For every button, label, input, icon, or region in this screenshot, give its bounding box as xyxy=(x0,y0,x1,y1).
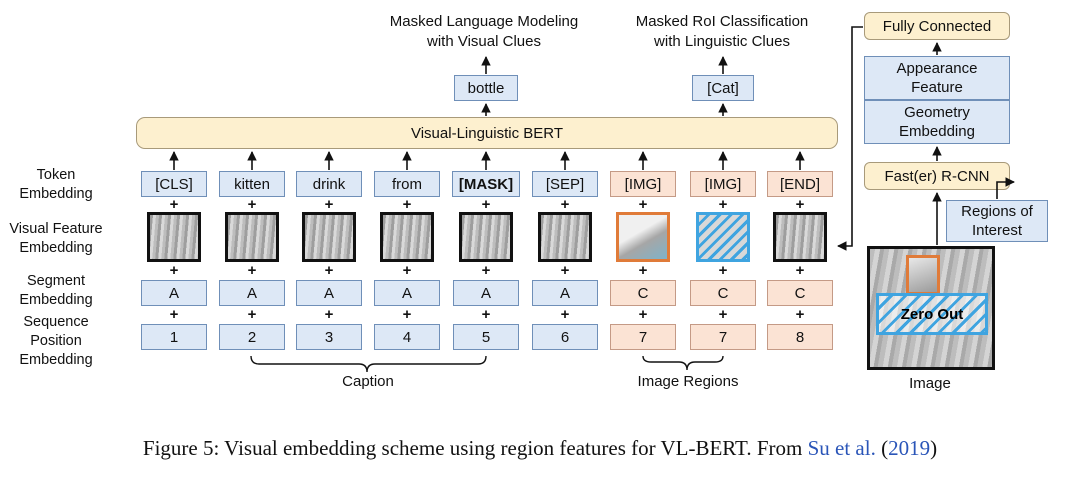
citation-year-link[interactable]: 2019 xyxy=(888,436,931,460)
plus-sign: + xyxy=(402,196,412,213)
segment-3: A xyxy=(296,280,362,306)
plus-sign: + xyxy=(324,306,334,323)
caption-brace xyxy=(250,355,487,373)
figure-caption: Figure 5: Visual embedding scheme using … xyxy=(142,436,938,460)
segment-9: C xyxy=(767,280,833,306)
plus-sign: + xyxy=(481,262,491,279)
position-2: 2 xyxy=(219,324,285,350)
geometry-embedding-box: Geometry Embedding xyxy=(864,100,1010,144)
position-3: 3 xyxy=(296,324,362,350)
source-image: Zero Out xyxy=(867,246,995,370)
segment-2: A xyxy=(219,280,285,306)
plus-sign: + xyxy=(718,306,728,323)
plus-sign: + xyxy=(638,196,648,213)
plus-sign: + xyxy=(324,196,334,213)
plus-sign: + xyxy=(481,196,491,213)
visual-feature-8 xyxy=(696,212,750,262)
visual-feature-3 xyxy=(302,212,356,262)
position-4: 4 xyxy=(374,324,440,350)
segment-1: A xyxy=(141,280,207,306)
caption-brace-label: Caption xyxy=(342,373,394,390)
row-label-token: Token Embedding xyxy=(19,167,93,202)
plus-sign: + xyxy=(169,306,179,323)
regions-of-interest-box: Regions of Interest xyxy=(946,200,1048,242)
plus-sign: + xyxy=(402,262,412,279)
plus-sign: + xyxy=(560,262,570,279)
segment-7: C xyxy=(610,280,676,306)
token-2: kitten xyxy=(219,171,285,197)
regions-brace-label: Image Regions xyxy=(637,373,739,390)
token-1: [CLS] xyxy=(141,171,207,197)
plus-sign: + xyxy=(247,306,257,323)
plus-sign: + xyxy=(402,306,412,323)
visual-feature-7 xyxy=(616,212,670,262)
row-label-visual: Visual Feature Embedding xyxy=(9,221,103,256)
position-7: 7 xyxy=(610,324,676,350)
plus-sign: + xyxy=(638,262,648,279)
mlm-label: Masked Language Modeling with Visual Clu… xyxy=(389,13,579,50)
token-4: from xyxy=(374,171,440,197)
row-label-segment: Segment Embedding xyxy=(19,273,93,308)
token-5: [MASK] xyxy=(452,171,520,197)
image-bottle-region xyxy=(906,255,940,295)
output-bottle: bottle xyxy=(454,75,518,101)
plus-sign: + xyxy=(638,306,648,323)
visual-feature-6 xyxy=(538,212,592,262)
token-3: drink xyxy=(296,171,362,197)
plus-sign: + xyxy=(169,196,179,213)
visual-feature-5 xyxy=(459,212,513,262)
token-6: [SEP] xyxy=(532,171,598,197)
position-9: 8 xyxy=(767,324,833,350)
token-8: [IMG] xyxy=(690,171,756,197)
plus-sign: + xyxy=(560,196,570,213)
appearance-feature-box: Appearance Feature xyxy=(864,56,1010,100)
plus-sign: + xyxy=(560,306,570,323)
citation-author-link[interactable]: Su et al. xyxy=(807,436,876,460)
image-label: Image xyxy=(909,375,951,392)
segment-5: A xyxy=(453,280,519,306)
plus-sign: + xyxy=(247,196,257,213)
plus-sign: + xyxy=(247,262,257,279)
plus-sign: + xyxy=(795,306,805,323)
plus-sign: + xyxy=(795,262,805,279)
plus-sign: + xyxy=(718,262,728,279)
fully-connected-box: Fully Connected xyxy=(864,12,1010,40)
image-zero-out-region: Zero Out xyxy=(876,293,988,335)
mrc-label: Masked RoI Classification with Linguisti… xyxy=(635,13,809,50)
position-8: 7 xyxy=(690,324,756,350)
visual-feature-2 xyxy=(225,212,279,262)
segment-6: A xyxy=(532,280,598,306)
position-6: 6 xyxy=(532,324,598,350)
position-5: 5 xyxy=(453,324,519,350)
plus-sign: + xyxy=(718,196,728,213)
zero-out-label: Zero Out xyxy=(900,305,964,323)
position-1: 1 xyxy=(141,324,207,350)
segment-8: C xyxy=(690,280,756,306)
visual-feature-9 xyxy=(773,212,827,262)
segment-4: A xyxy=(374,280,440,306)
regions-brace xyxy=(642,355,724,371)
plus-sign: + xyxy=(481,306,491,323)
token-9: [END] xyxy=(767,171,833,197)
token-7: [IMG] xyxy=(610,171,676,197)
row-label-position: Sequence Position Embedding xyxy=(19,314,93,368)
plus-sign: + xyxy=(795,196,805,213)
visual-linguistic-bert: Visual-Linguistic BERT xyxy=(136,117,838,149)
visual-feature-1 xyxy=(147,212,201,262)
rcnn-box: Fast(er) R-CNN xyxy=(864,162,1010,190)
plus-sign: + xyxy=(169,262,179,279)
output-cat: [Cat] xyxy=(692,75,754,101)
visual-feature-4 xyxy=(380,212,434,262)
plus-sign: + xyxy=(324,262,334,279)
